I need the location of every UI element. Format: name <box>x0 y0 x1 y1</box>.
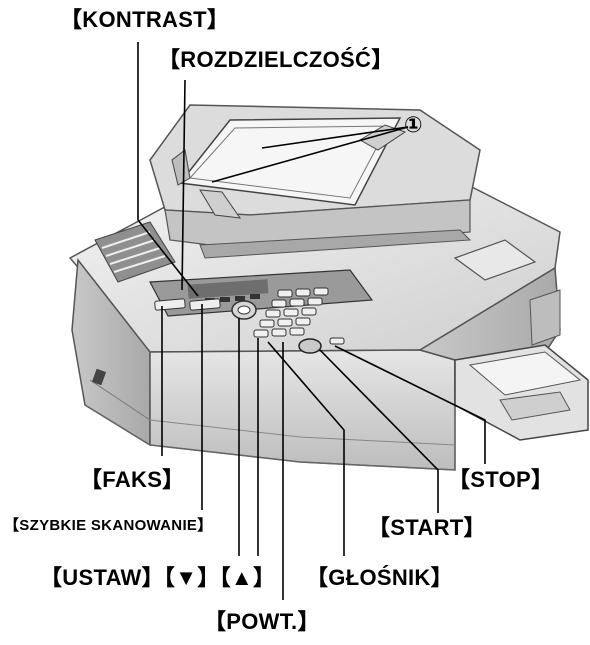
one-touch-buttons <box>94 221 176 283</box>
leader-kontrast <box>137 42 199 297</box>
label-kontrast: 【KONTRAST】 <box>60 7 230 32</box>
label-faks: 【FAKS】 <box>80 467 185 492</box>
callout-marker: ① <box>404 112 423 137</box>
leader-start <box>319 349 439 513</box>
label-glosnik: 【GŁOŚNIK】 <box>306 565 453 590</box>
label-powt: 【POWT.】 <box>204 609 320 634</box>
leader-rozdzielczosc <box>181 79 186 291</box>
label-stop: 【STOP】 <box>448 467 554 492</box>
leader-callout-1 <box>261 126 409 149</box>
leader-stop <box>334 345 486 464</box>
label-ustaw: 【USTAW】【▼】【▲】 <box>40 565 276 590</box>
leader-callout-2 <box>211 126 409 183</box>
leader-lines <box>137 42 486 600</box>
label-szybkie-skanowanie: 【SZYBKIE SKANOWANIE】 <box>4 517 213 534</box>
document-feeder <box>149 104 537 281</box>
output-tray <box>454 289 589 441</box>
label-rozdzielczosc: 【ROZDZIELCZOŚĆ】 <box>158 47 394 72</box>
leader-glosnik <box>267 341 345 556</box>
label-start: 【START】 <box>368 515 486 540</box>
